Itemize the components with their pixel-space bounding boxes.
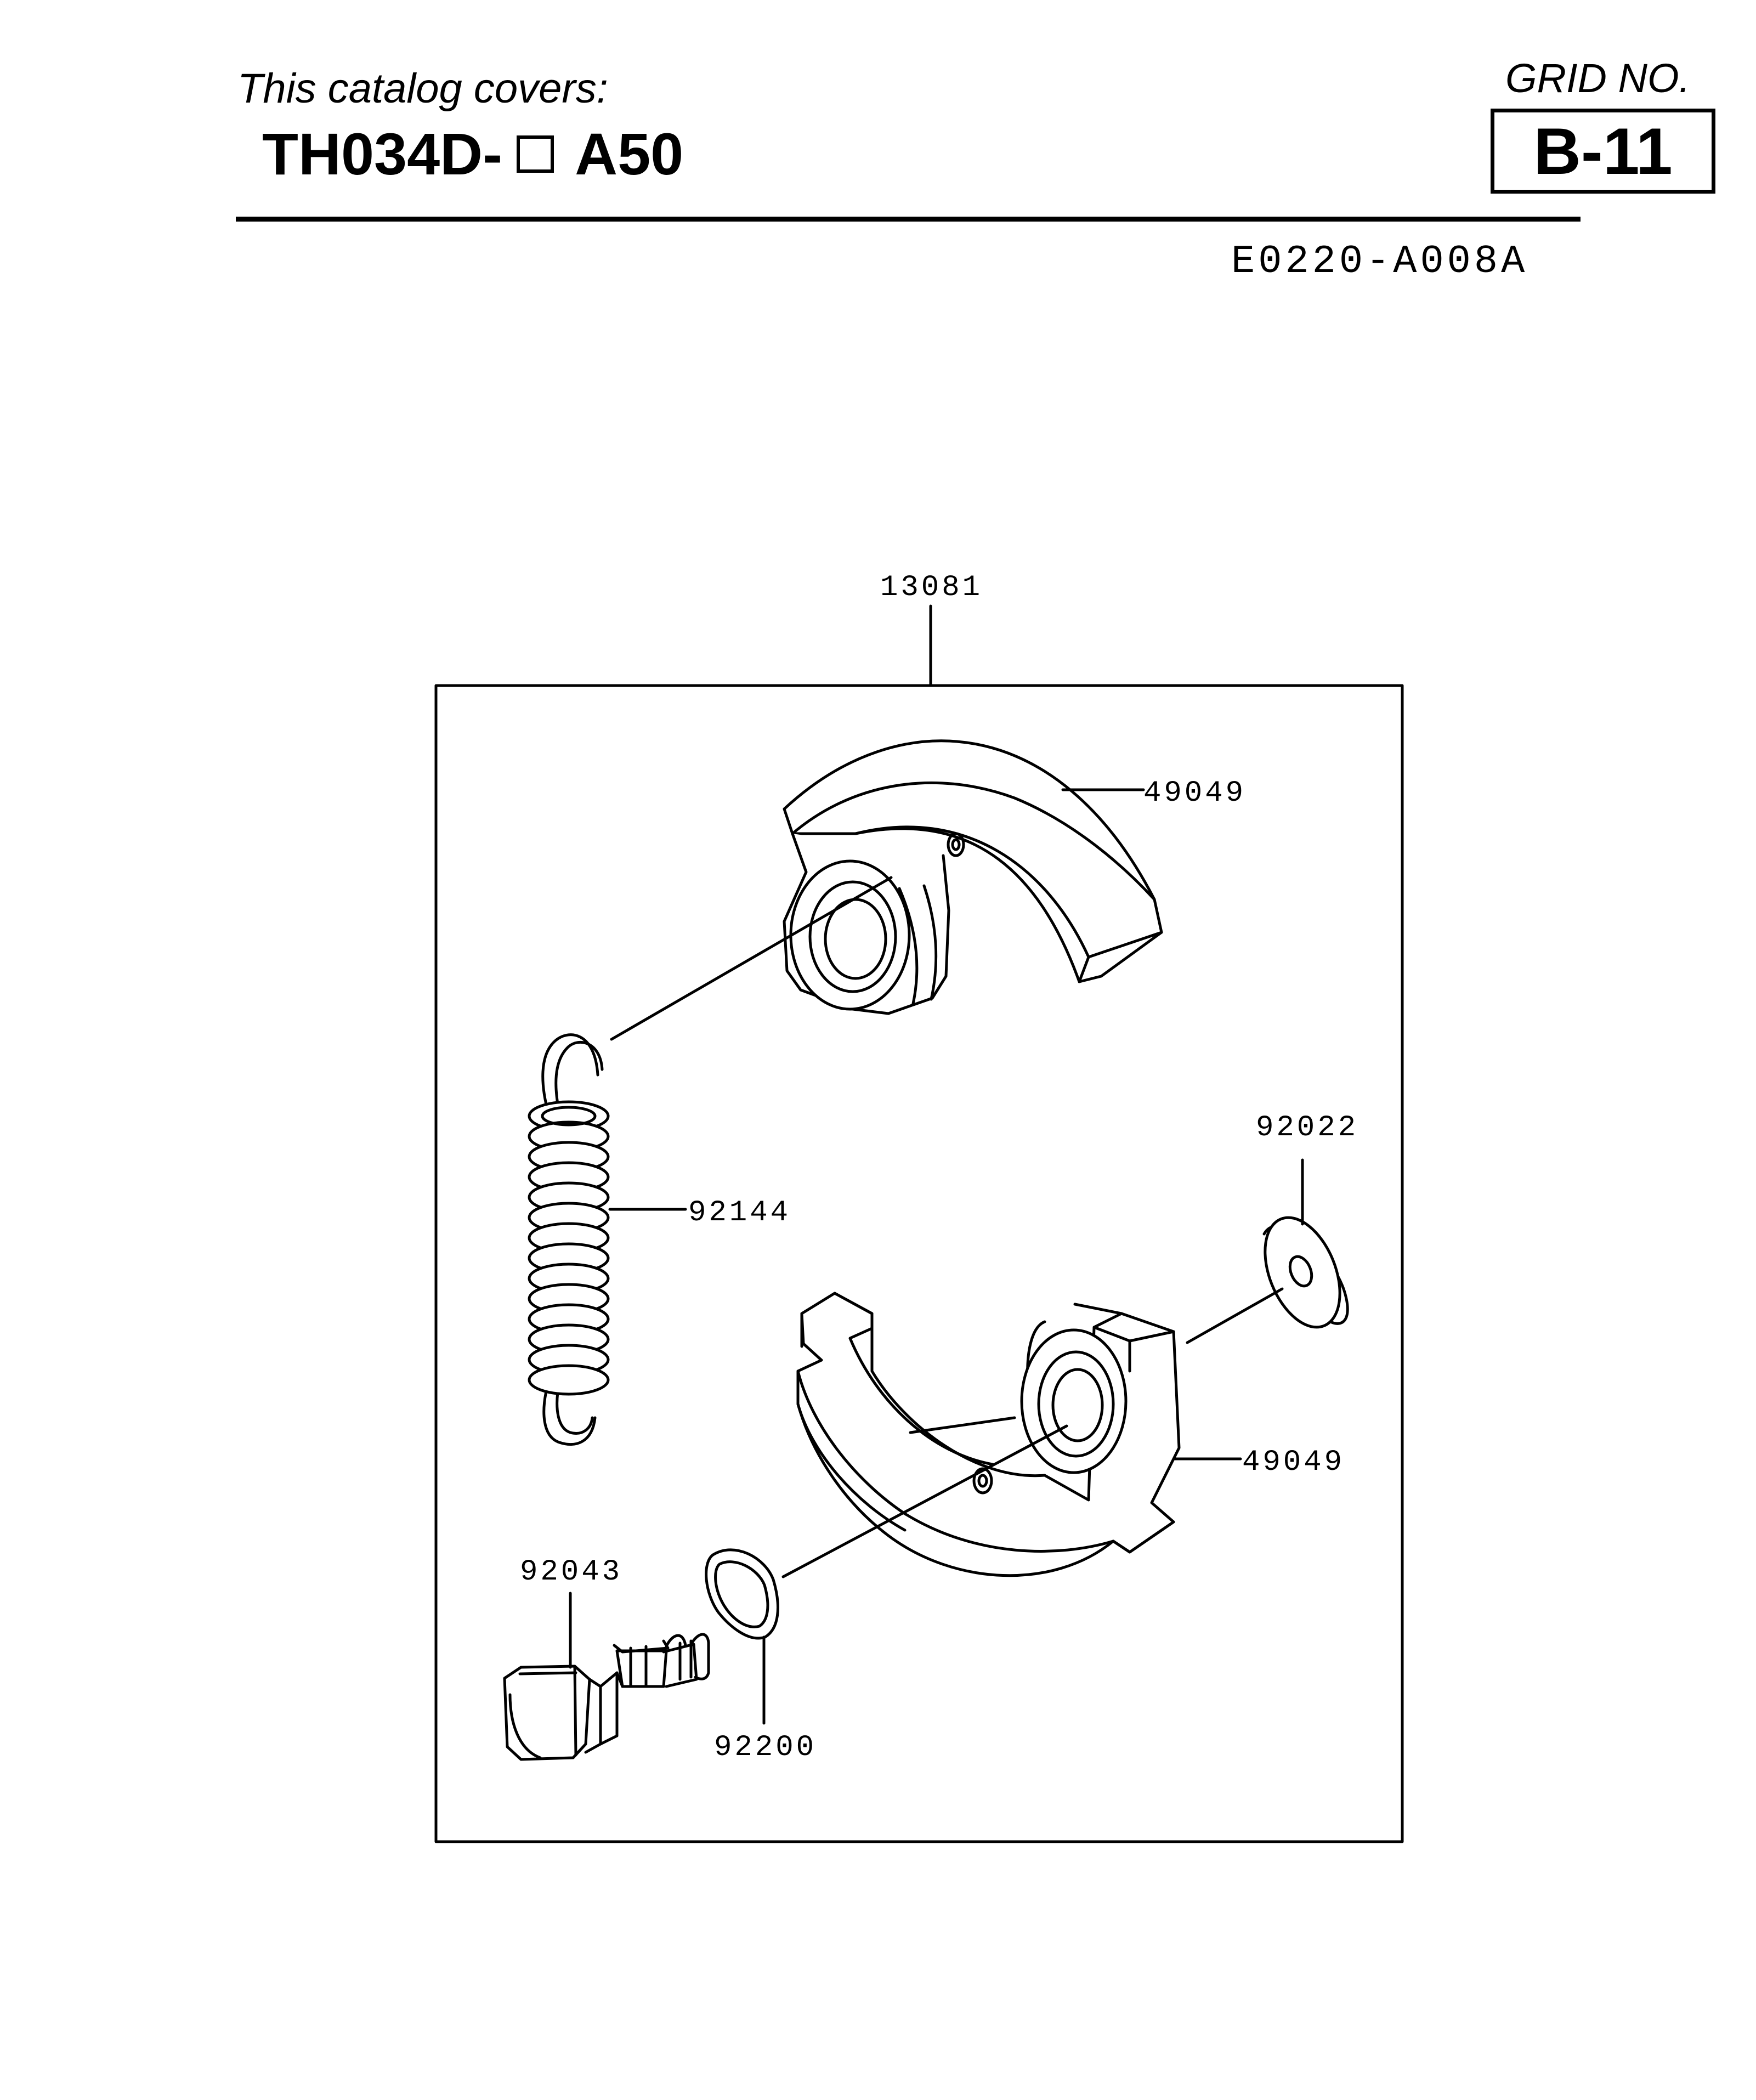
model-prefix: TH034D- bbox=[262, 121, 503, 187]
leader-spring-to-upper-shoe bbox=[610, 876, 893, 1041]
plain-washer bbox=[1262, 1216, 1349, 1329]
part-number-spring: 92144 bbox=[688, 1196, 791, 1230]
grid-number-value: B-11 bbox=[1533, 114, 1673, 188]
part-number-wave-washer: 92200 bbox=[714, 1731, 817, 1764]
model-checkbox-square bbox=[517, 135, 554, 173]
shoulder-bolt bbox=[503, 1633, 710, 1761]
grid-number-label: GRID NO. bbox=[1505, 55, 1691, 101]
wave-washer bbox=[705, 1548, 779, 1640]
model-suffix: A50 bbox=[575, 121, 684, 187]
part-number-assembly: 13081 bbox=[880, 571, 983, 604]
clutch-shoe-upper bbox=[783, 739, 1163, 1015]
tension-spring bbox=[528, 1033, 610, 1446]
leader-wave-washer-to-lower-shoe bbox=[781, 1424, 1068, 1578]
clutch-shoe-lower bbox=[796, 1292, 1181, 1577]
assembly-frame bbox=[434, 684, 1404, 1843]
spring-coil-opening bbox=[541, 1106, 597, 1127]
leader-washer-to-lower-shoe bbox=[1186, 1287, 1284, 1344]
drawing-code: E0220-A008A bbox=[1231, 239, 1528, 284]
catalog-covers-label: This catalog covers: bbox=[237, 65, 608, 112]
part-number-bolt: 92043 bbox=[520, 1555, 622, 1589]
part-number-shoe-upper: 49049 bbox=[1143, 777, 1246, 810]
grid-number-box: B-11 bbox=[1491, 109, 1715, 194]
header-divider bbox=[236, 217, 1581, 222]
model-number: TH034D- A50 bbox=[262, 120, 683, 188]
part-number-washer: 92022 bbox=[1256, 1111, 1358, 1145]
part-number-shoe-lower: 49049 bbox=[1242, 1446, 1345, 1479]
spring-coil bbox=[528, 1364, 610, 1396]
